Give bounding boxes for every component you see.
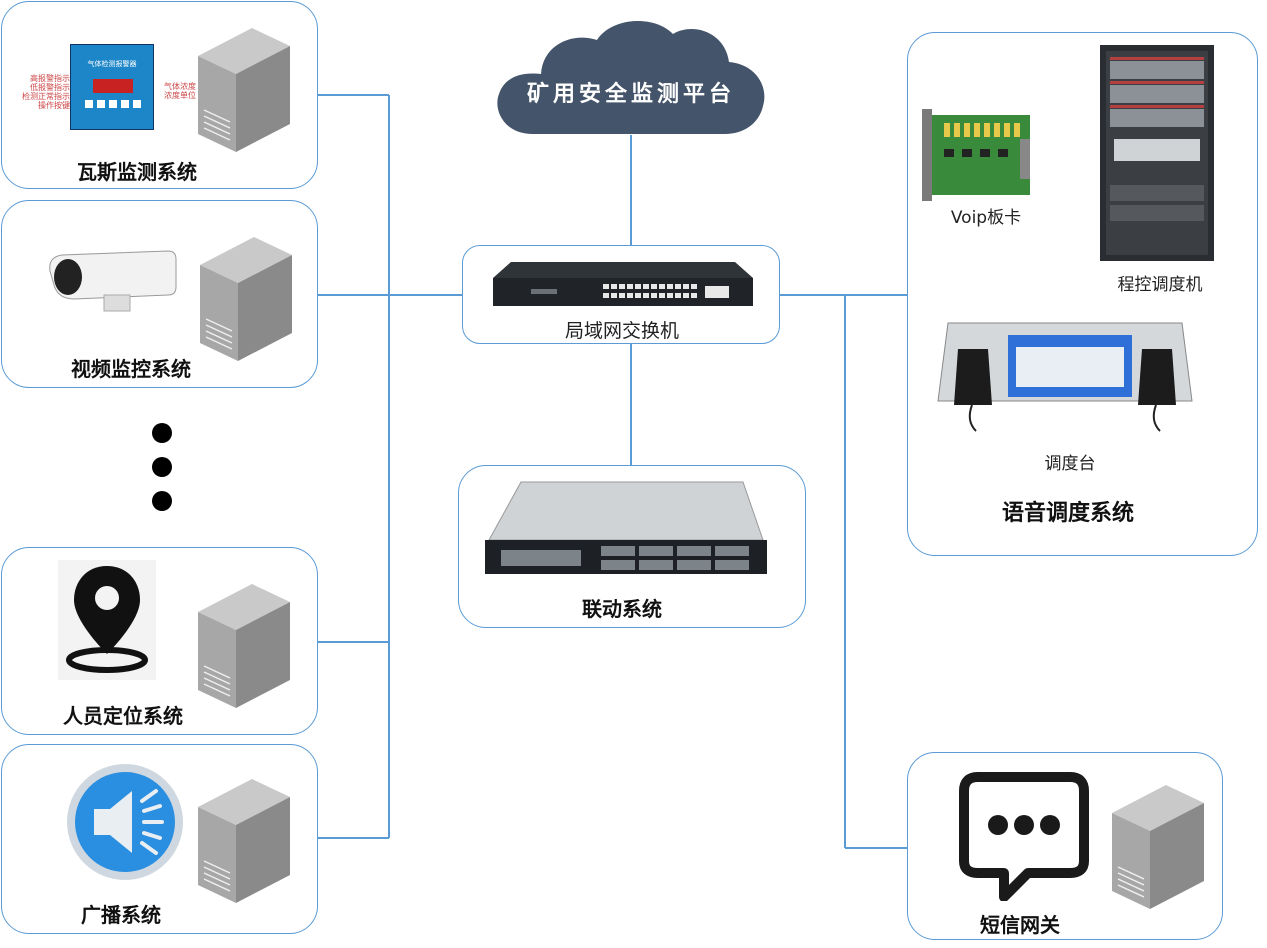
sms-gateway-label: 短信网关 (980, 913, 1060, 937)
pbx-label: 程控调度机 (1117, 275, 1203, 295)
chat-bubble-icon (959, 772, 1089, 901)
linkage-box[interactable]: 联动系统 (458, 465, 806, 628)
platform-label: 矿用安全监测平台 (526, 82, 735, 107)
server-tower-icon (198, 28, 290, 152)
switch-box[interactable]: 局域网交换机 (462, 245, 780, 344)
broadcast-system-label: 广播系统 (81, 903, 161, 927)
gas-label-conc: 气体浓度 (164, 82, 196, 91)
video-system-label: 视频监控系统 (71, 357, 191, 381)
gas-left-labels: 高报警指示 低报警指示 检测正常指示 操作按键 (8, 74, 70, 110)
server-tower-icon (1112, 785, 1204, 909)
positioning-system-label: 人员定位系统 (63, 704, 183, 728)
platform-cloud: 矿用安全监测平台 (493, 14, 769, 138)
rack-server-icon (485, 481, 767, 574)
ellipsis-dot-3 (152, 491, 172, 511)
gas-buttons (85, 100, 141, 108)
cloud-shape (497, 21, 765, 134)
gas-label-low: 低报警指示 (30, 83, 70, 92)
voip-card-label: Voip板卡 (950, 208, 1022, 228)
network-switch-icon (493, 262, 753, 306)
dispatch-console-icon (937, 322, 1193, 432)
voice-system-label: 语音调度系统 (1001, 501, 1134, 526)
location-pin-icon (58, 560, 156, 680)
camera-icon (49, 250, 177, 312)
ellipsis-dot-2 (152, 457, 172, 477)
broadcast-system-box[interactable]: 广播系统 (1, 744, 318, 934)
sms-gateway-box[interactable]: 短信网关 (907, 752, 1223, 940)
linkage-label: 联动系统 (582, 597, 662, 621)
gas-detector-panel: 气体检测报警器 (70, 44, 154, 130)
gas-system-box[interactable]: 气体检测报警器 高报警指示 低报警指示 检测正常指示 操作按键 气体浓度 浓度单… (1, 1, 318, 189)
voice-system-box[interactable]: Voip板卡 程控调度机 调度台 语音调度系统 (907, 32, 1258, 556)
console-label: 调度台 (1044, 454, 1096, 474)
server-tower-icon (200, 237, 292, 361)
gas-system-label: 瓦斯监测系统 (77, 160, 197, 184)
gas-label-keys: 操作按键 (38, 101, 70, 110)
server-tower-icon (198, 584, 290, 708)
ellipsis-dot-1 (152, 423, 172, 443)
voip-card-icon (922, 109, 1030, 201)
pbx-cabinet-icon (1100, 45, 1214, 261)
gas-display (93, 79, 133, 93)
positioning-system-box[interactable]: 人员定位系统 (1, 547, 318, 735)
switch-label: 局域网交换机 (564, 320, 679, 342)
gas-right-labels: 气体浓度 浓度单位 (164, 82, 196, 100)
gas-label-unit: 浓度单位 (164, 91, 196, 100)
gas-label-high: 高报警指示 (30, 74, 70, 83)
gas-label-normal: 检测正常指示 (22, 92, 70, 101)
video-system-box[interactable]: 视频监控系统 (1, 200, 318, 388)
speaker-icon (67, 764, 183, 880)
server-tower-icon (198, 779, 290, 903)
gas-panel-title: 气体检测报警器 (87, 60, 137, 68)
